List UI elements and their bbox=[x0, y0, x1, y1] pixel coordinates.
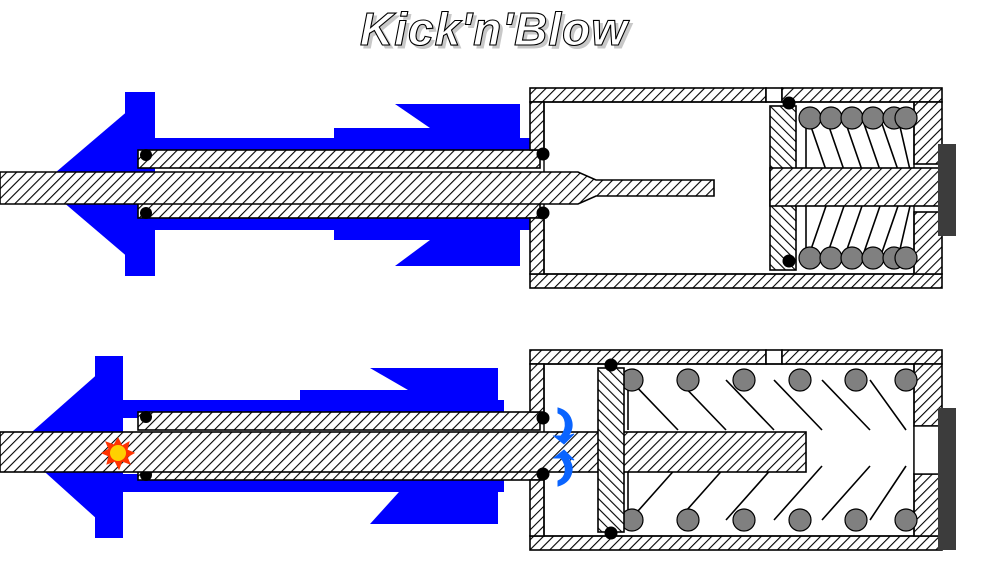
cylinder-wall-right-lower bbox=[913, 211, 943, 275]
barrel-seal-upper bbox=[140, 149, 152, 161]
panel-fired-state bbox=[0, 349, 956, 551]
piston-body bbox=[597, 367, 625, 533]
piston-seal-lower bbox=[604, 526, 618, 540]
dart-fin-upper bbox=[334, 104, 520, 138]
cocking-handle-bottom[interactable] bbox=[938, 408, 956, 550]
barrel-seal-lower bbox=[140, 207, 152, 219]
piston-rod-right-section bbox=[769, 167, 943, 207]
dart-fin-lower bbox=[300, 482, 498, 524]
piston-seal-upper bbox=[782, 96, 796, 110]
piston-plate-bottom bbox=[597, 358, 625, 540]
page-title-text: Kick'n'Blow bbox=[360, 3, 630, 55]
cylinder-housing-bottom bbox=[529, 349, 943, 551]
vent-port-bottom bbox=[765, 349, 783, 365]
rod-seal-lower bbox=[536, 206, 550, 220]
barrel-wall-upper bbox=[137, 411, 541, 431]
page-title-shadow: Kick'n'Blow bbox=[363, 6, 633, 58]
vent-port-top bbox=[765, 87, 783, 103]
rod-seal-upper bbox=[536, 411, 550, 425]
barrel-wall-upper bbox=[137, 149, 541, 169]
spring-coils-upper bbox=[798, 106, 918, 130]
cylinder-wall-bottom bbox=[529, 535, 943, 551]
cylinder-wall-left-upper bbox=[529, 363, 545, 413]
impact-spark-icon bbox=[100, 436, 136, 471]
spring-compressed-top bbox=[798, 106, 918, 270]
page-title: Kick'n'Blow Kick'n'Blow bbox=[359, 2, 633, 58]
panel-cocked-state bbox=[0, 87, 956, 289]
dart-fin-lower bbox=[334, 230, 520, 266]
rod-seal-upper bbox=[536, 147, 550, 161]
cylinder-wall-right-upper bbox=[913, 363, 943, 427]
barrel-seal-upper bbox=[140, 411, 152, 423]
cylinder-wall-bottom bbox=[529, 273, 943, 289]
cylinder-wall-left-lower bbox=[529, 217, 545, 275]
cylinder-wall-top-right bbox=[781, 87, 943, 103]
spring-coils-lower bbox=[620, 508, 918, 532]
cylinder-wall-top-left bbox=[529, 87, 767, 103]
dart-fin-upper bbox=[300, 368, 498, 400]
cylinder-wall-left-lower bbox=[529, 479, 545, 537]
piston-rod-top bbox=[0, 147, 943, 220]
cylinder-wall-top-right bbox=[781, 349, 943, 365]
rod-exit-slot bbox=[913, 425, 943, 475]
cylinder-housing-top bbox=[529, 87, 943, 289]
piston-rod-left-section bbox=[0, 171, 715, 205]
spring-coils-upper bbox=[620, 368, 918, 392]
cylinder-wall-right-lower bbox=[913, 473, 943, 537]
spring-extended-bottom bbox=[620, 368, 918, 532]
piston-rod-bottom bbox=[0, 411, 807, 481]
cocking-handle-top[interactable] bbox=[938, 144, 956, 236]
spring-coils-lower bbox=[798, 246, 918, 270]
cylinder-wall-top-left bbox=[529, 349, 767, 365]
piston-seal-upper bbox=[604, 358, 618, 372]
rod-seal-lower bbox=[536, 467, 550, 481]
piston-seal-lower bbox=[782, 254, 796, 268]
cylinder-wall-right-upper bbox=[913, 101, 943, 165]
cylinder-wall-left-upper bbox=[529, 101, 545, 151]
piston-rod-body bbox=[0, 431, 807, 473]
